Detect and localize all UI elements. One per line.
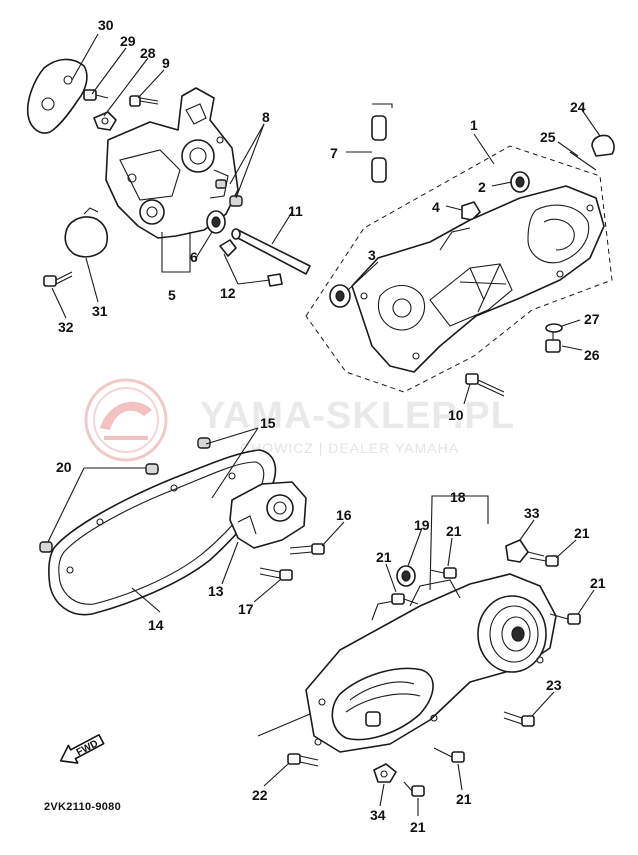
callout-16: 16 (336, 507, 352, 523)
part-2-bearing (510, 171, 530, 193)
part-6-oil-seal (206, 210, 226, 234)
callout-2: 2 (478, 179, 486, 195)
part-19-grommet (396, 565, 416, 587)
diagram-code: 2VK2110-9080 (44, 801, 121, 813)
callout-3: 3 (368, 247, 376, 263)
callout-33: 33 (524, 505, 540, 521)
part-32-bolt (43, 271, 73, 287)
callout-34: 34 (370, 807, 386, 823)
callout-29: 29 (120, 33, 136, 49)
part-3-bearing (329, 284, 351, 308)
callout-21c: 21 (574, 525, 590, 541)
part-24-cap (591, 134, 615, 157)
part-29-bolt (83, 89, 109, 101)
callout-18: 18 (450, 489, 466, 505)
watermark-dealer: CHOWICZ | DEALER YAMAHA (240, 440, 459, 456)
part-27-washer (545, 323, 563, 333)
part-12-clip (219, 239, 283, 287)
part-30-plate (26, 58, 88, 134)
callout-6: 6 (190, 249, 198, 265)
callout-12: 12 (220, 285, 236, 301)
part-20-dowels (39, 463, 159, 553)
part-1-right-crankcase (351, 185, 605, 373)
callout-1: 1 (470, 117, 478, 133)
callout-25: 25 (540, 129, 556, 145)
callout-7: 7 (330, 145, 338, 161)
fwd-label: FWD (75, 738, 100, 758)
callout-21f: 21 (410, 819, 426, 835)
callout-30: 30 (98, 17, 114, 33)
part-9-bolt (129, 95, 159, 107)
watermark-brand: YAMA-SKLEP.PL (200, 395, 515, 437)
part-23-bolt (503, 711, 535, 727)
part-33-clamp (505, 539, 545, 563)
callout-21e: 21 (456, 791, 472, 807)
part-5-left-crankcase (105, 87, 239, 239)
callout-26: 26 (584, 347, 600, 363)
part-22-bolt (287, 753, 319, 767)
part-10-bolt (465, 373, 505, 397)
part-25-oring (569, 151, 597, 171)
part-17-bolt (259, 567, 293, 581)
callouts: 30 29 28 9 8 6 11 12 5 31 32 7 1 2 4 3 2… (56, 17, 606, 835)
part-34-clamp (373, 763, 397, 783)
callout-21d: 21 (590, 575, 606, 591)
part-16-bolt (289, 543, 325, 555)
callout-19: 19 (414, 517, 430, 533)
leader-lines (47, 33, 601, 816)
callout-31: 31 (92, 303, 108, 319)
callout-9: 9 (162, 55, 170, 71)
callout-23: 23 (546, 677, 562, 693)
callout-28: 28 (140, 45, 156, 61)
part-21-bolts (391, 555, 581, 797)
callout-21b: 21 (376, 549, 392, 565)
callout-10: 10 (448, 407, 464, 423)
callout-15: 15 (260, 415, 276, 431)
part-11-shaft (231, 228, 311, 275)
group-1-outline (305, 145, 613, 393)
callout-5: 5 (168, 287, 176, 303)
part-31-cover (64, 207, 109, 258)
part-7-dowels (371, 115, 387, 183)
part-8-dowels (215, 179, 243, 207)
callout-24: 24 (570, 99, 586, 115)
callout-17: 17 (238, 601, 254, 617)
callout-11: 11 (288, 203, 303, 219)
part-26-drain-bolt (545, 332, 561, 353)
part-13-cover (229, 481, 307, 549)
callout-13: 13 (208, 583, 224, 599)
callout-4: 4 (432, 199, 440, 215)
callout-32: 32 (58, 319, 74, 335)
callout-22: 22 (252, 787, 268, 803)
callout-20: 20 (56, 459, 72, 475)
part-18-crankcase-cover (305, 573, 557, 753)
callout-14: 14 (148, 617, 164, 633)
callout-21a: 21 (446, 523, 462, 539)
part-4-plug (461, 201, 481, 221)
callout-27: 27 (584, 311, 600, 327)
watermark-logo-icon (84, 378, 168, 462)
fwd-arrow-icon: FWD (59, 734, 105, 764)
callout-8: 8 (262, 109, 270, 125)
